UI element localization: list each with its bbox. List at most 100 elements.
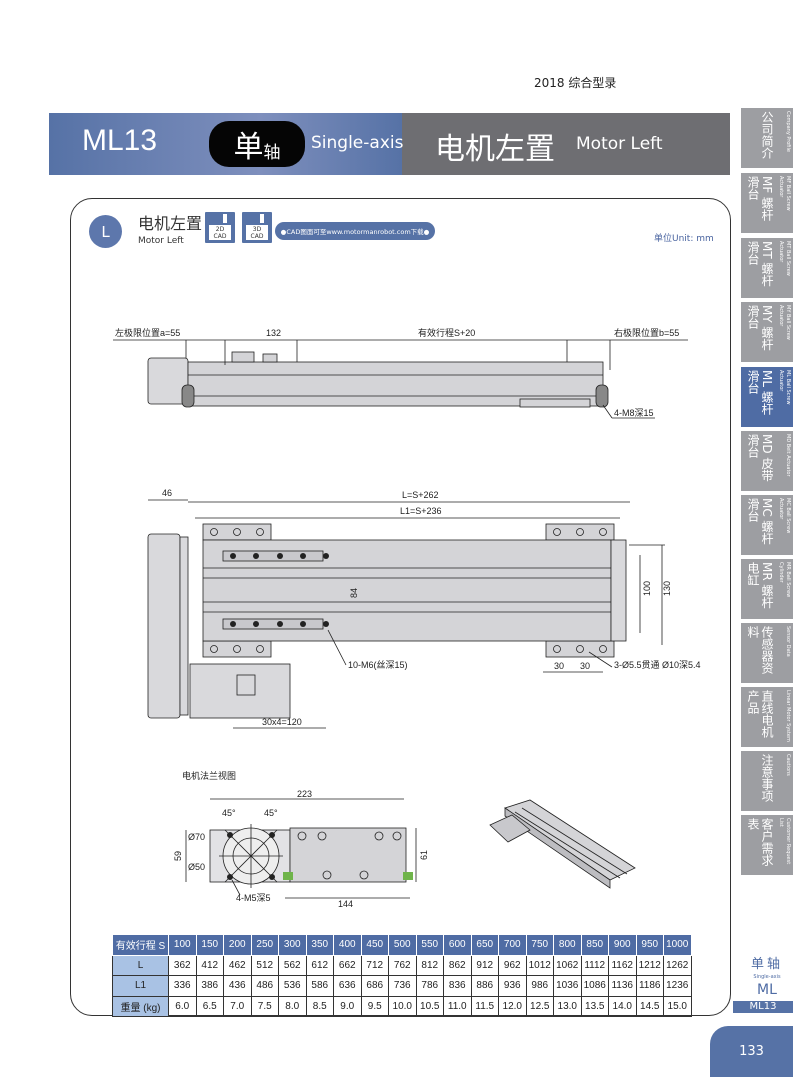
dim-46: 46 — [162, 488, 172, 498]
header-title-band — [402, 113, 730, 175]
angle-45-right: 45° — [264, 808, 278, 818]
table-cell: 150 — [195, 934, 224, 956]
row-header: 有效行程 S — [112, 934, 169, 956]
row-header: L — [112, 954, 169, 976]
cad-3d-label2: CAD — [250, 233, 264, 240]
dim-144: 144 — [338, 899, 353, 909]
table-cell: 336 — [168, 975, 197, 997]
table-cell: 412 — [195, 954, 224, 976]
table-cell: 1012 — [525, 954, 554, 976]
sidebar-tab[interactable]: 公司简介 Company Profile — [741, 108, 793, 168]
left-limit-label: 左极限位置a=55 — [115, 327, 180, 338]
sidebar-tab-cn: 直线电机产品 — [746, 690, 774, 738]
table-cell: 686 — [360, 975, 389, 997]
table-cell: 962 — [498, 954, 527, 976]
table-cell: 850 — [580, 934, 609, 956]
table-cell: 462 — [223, 954, 252, 976]
table-cell: 6.5 — [195, 995, 224, 1017]
sidebar-tab-en: MF Ball Screw Actuator — [778, 176, 791, 211]
table-cell: 9.5 — [360, 995, 389, 1017]
table-cell: 362 — [168, 954, 197, 976]
sidebar-tab-cn: MF 螺杆滑台 — [746, 176, 774, 222]
catalog-title: 2018 综合型录 — [534, 76, 617, 90]
sidebar-tab-cn: 公司简介 — [760, 111, 774, 159]
sidebar-tab-en: Customer Request List — [778, 818, 791, 865]
table-cell: 7.5 — [250, 995, 279, 1017]
cad-2d-label2: CAD — [213, 233, 227, 240]
dim-L: L=S+262 — [402, 490, 439, 500]
table-cell: 1112 — [580, 954, 609, 976]
table-cell: 512 — [250, 954, 279, 976]
table-cell: 762 — [388, 954, 417, 976]
table-cell: 14.0 — [608, 995, 637, 1017]
table-cell: 400 — [333, 934, 362, 956]
sidebar-tab[interactable]: 客户需求表 Customer Request List — [741, 815, 793, 875]
sidebar-tab-en: Linear Motor System — [785, 690, 791, 742]
sidebar-tab-cn: 客户需求表 — [746, 818, 774, 866]
table-cell: 1136 — [608, 975, 637, 997]
dim-L1: L1=S+236 — [400, 506, 442, 516]
axis-type-pill: 单轴 — [209, 121, 305, 167]
dim-130: 130 — [662, 581, 672, 596]
table-cell: 1062 — [553, 954, 582, 976]
sidebar-tab[interactable]: 直线电机产品 Linear Motor System — [741, 687, 793, 747]
dim-30a: 30 — [554, 661, 564, 671]
table-cell: 13.0 — [553, 995, 582, 1017]
m5-holes-label: 4-M5深5 — [236, 893, 271, 903]
cad-3d-label: 3D — [252, 226, 262, 233]
table-cell: 200 — [223, 934, 252, 956]
table-cell: 6.0 — [168, 995, 197, 1017]
model-name: ML13 — [82, 124, 158, 157]
dim-84: 84 — [349, 588, 359, 598]
stroke-label: 有效行程S+20 — [418, 327, 475, 338]
table-cell: 912 — [470, 954, 499, 976]
table-cell: 1212 — [635, 954, 664, 976]
table-cell: 550 — [415, 934, 444, 956]
table-cell: 812 — [415, 954, 444, 976]
table-cell: 786 — [415, 975, 444, 997]
sidebar-tab-en: MT Ball Screw Actuator — [778, 241, 791, 276]
dia-70: Ø70 — [188, 832, 205, 842]
dia-50: Ø50 — [188, 862, 205, 872]
axis-type-en: Single-axis — [311, 133, 404, 153]
table-cell: 10.0 — [388, 995, 417, 1017]
m8-holes-label: 4-M8深15 — [614, 408, 654, 418]
table-cell: 536 — [278, 975, 307, 997]
table-cell: 600 — [443, 934, 472, 956]
dim-100: 100 — [642, 581, 652, 596]
page-title: 电机左置 — [435, 132, 555, 167]
sidebar-tab[interactable]: MF 螺杆滑台 MF Ball Screw Actuator — [741, 173, 793, 233]
table-cell: 936 — [498, 975, 527, 997]
section-title: 电机左置 — [138, 214, 203, 233]
table-cell: 650 — [470, 934, 499, 956]
table-cell: 386 — [195, 975, 224, 997]
table-cell: 450 — [360, 934, 389, 956]
sidebar-tab-en: MY Ball Screw Actuator — [778, 305, 791, 340]
table-cell: 836 — [443, 975, 472, 997]
table-cell: 636 — [333, 975, 362, 997]
table-cell: 11.0 — [443, 995, 472, 1017]
cad-download-link[interactable]: ●CAD图面可至www.motormanrobot.com下载● — [275, 222, 435, 240]
side-label-model: ML13 — [733, 1001, 793, 1013]
dim-132: 132 — [266, 328, 281, 338]
table-cell: 700 — [498, 934, 527, 956]
table-cell: 14.5 — [635, 995, 664, 1017]
sidebar-tab-en: Company Profile — [785, 111, 791, 152]
table-cell: 8.0 — [278, 995, 307, 1017]
sidebar-tab-en: MC Ball Screw Actuator — [778, 498, 791, 534]
section-badge: L — [89, 215, 122, 248]
row-header: 重量 (kg) — [112, 995, 169, 1017]
